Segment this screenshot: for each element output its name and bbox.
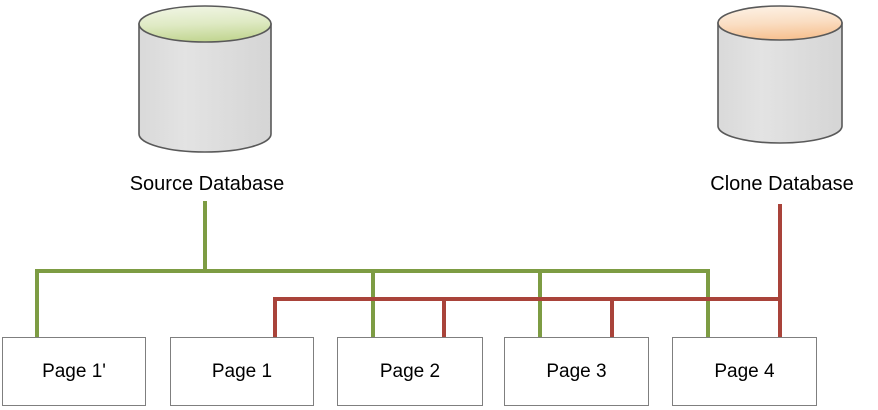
source-connector-bus	[35, 201, 710, 339]
page-box-label: Page 2	[379, 360, 441, 382]
page-box-label: Page 1	[211, 360, 273, 382]
page-box-label: Page 4	[714, 360, 775, 382]
source-database-cylinder	[138, 5, 272, 153]
clone-cylinder-body	[717, 22, 843, 144]
page-box-label: Page 1'	[42, 360, 106, 382]
page-box-page-1-prime[interactable]: Page 1'	[2, 337, 146, 406]
page-box-page-4[interactable]: Page 4	[672, 337, 817, 406]
page-box-page-2[interactable]: Page 2	[337, 337, 483, 406]
clone-connector-bus	[273, 204, 782, 339]
source-cylinder-body	[138, 23, 272, 153]
page-box-label: Page 3	[546, 360, 607, 382]
page-box-page-3[interactable]: Page 3	[504, 337, 649, 406]
page-box-page-1[interactable]: Page 1	[170, 337, 314, 406]
clone-database-label: Clone Database	[710, 173, 854, 195]
source-cylinder-top	[138, 5, 272, 43]
clone-cylinder-top	[717, 5, 843, 41]
source-database-label: Source Database	[129, 173, 285, 195]
clone-database-cylinder	[717, 5, 843, 144]
